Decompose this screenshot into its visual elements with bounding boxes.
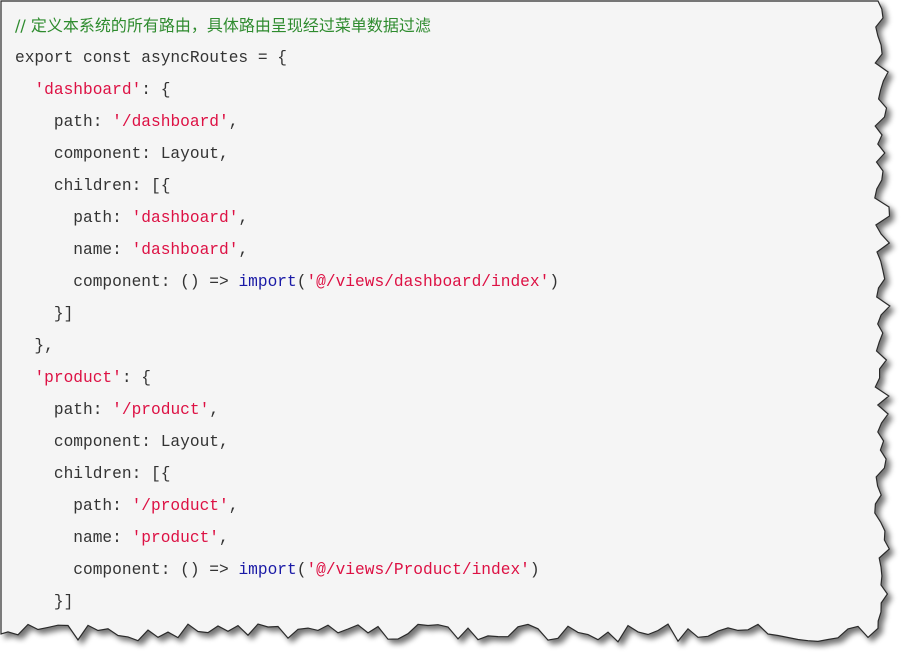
code-token: component: Layout, (15, 145, 229, 163)
code-token (15, 369, 34, 387)
code-token: , (219, 529, 229, 547)
code-line: component: Layout, (15, 138, 875, 170)
code-token: , (228, 113, 239, 131)
code-line: // 定义本系统的所有路由，具体路由呈现经过菜单数据过滤 (15, 10, 875, 42)
code-line: children: [{ (15, 458, 875, 490)
code-token: '/dashboard' (112, 113, 229, 131)
code-token: '/product' (112, 401, 210, 419)
code-token: }] (15, 305, 74, 323)
code-token: 'dashboard' (34, 81, 142, 99)
code-token: path: (15, 401, 113, 419)
code-token (15, 81, 34, 99)
code-token: , (228, 497, 239, 515)
code-token: ( (296, 561, 307, 579)
code-line: component: () => import('@/views/Product… (15, 554, 875, 586)
code-token: children: [{ (15, 177, 171, 195)
code-token: component: () => (15, 273, 239, 291)
code-token: : { (121, 369, 152, 387)
code-line: 'dashboard': { (15, 74, 875, 106)
code-line: 'product': { (15, 362, 875, 394)
code-line: component: Layout, (15, 426, 875, 458)
code-token: '/product' (131, 497, 229, 515)
code-token: children: [{ (15, 465, 171, 483)
code-line: }, (15, 330, 875, 362)
code-token: path: (15, 209, 132, 227)
code-line: path: '/product', (15, 490, 875, 522)
torn-edge-outline (0, 0, 891, 643)
code-token: path: (15, 497, 132, 515)
code-token: import (238, 561, 297, 579)
code-token: // 定义本系统的所有路由，具体路由呈现经过菜单数据过滤 (15, 16, 431, 35)
code-token: 'product' (131, 529, 220, 547)
code-line: path: '/product', (15, 394, 875, 426)
code-token: '@/views/Product/index' (306, 561, 530, 579)
code-line: path: '/dashboard', (15, 106, 875, 138)
code-token: 'dashboard' (131, 209, 239, 227)
code-token: , (209, 401, 220, 419)
code-token: component: () => (15, 561, 239, 579)
code-token: }, (15, 337, 54, 355)
code-line: path: 'dashboard', (15, 202, 875, 234)
code-token: import (238, 273, 297, 291)
code-line: name: 'product', (15, 522, 875, 554)
code-token: ( (296, 273, 307, 291)
code-token: component: Layout, (15, 433, 229, 451)
code-block: // 定义本系统的所有路由，具体路由呈现经过菜单数据过滤 export const… (15, 10, 875, 618)
code-token: 'product' (34, 369, 122, 387)
code-token: : { (141, 81, 171, 99)
code-line: name: 'dashboard', (15, 234, 875, 266)
code-token: name: (15, 241, 132, 259)
code-line: }] (15, 586, 875, 618)
code-line: children: [{ (15, 170, 875, 202)
code-token: '@/views/dashboard/index' (306, 273, 550, 291)
code-token: , (238, 241, 249, 259)
code-token: 'dashboard' (131, 241, 239, 259)
code-line: export const asyncRoutes = { (15, 42, 875, 74)
code-line: component: () => import('@/views/dashboa… (15, 266, 875, 298)
code-token: , (238, 209, 249, 227)
code-token: ) (549, 273, 560, 291)
code-token: ) (529, 561, 540, 579)
code-token: export const asyncRoutes = { (15, 49, 287, 67)
code-token: path: (15, 113, 113, 131)
code-token: }] (15, 593, 74, 611)
code-line: }] (15, 298, 875, 330)
code-token: name: (15, 529, 132, 547)
